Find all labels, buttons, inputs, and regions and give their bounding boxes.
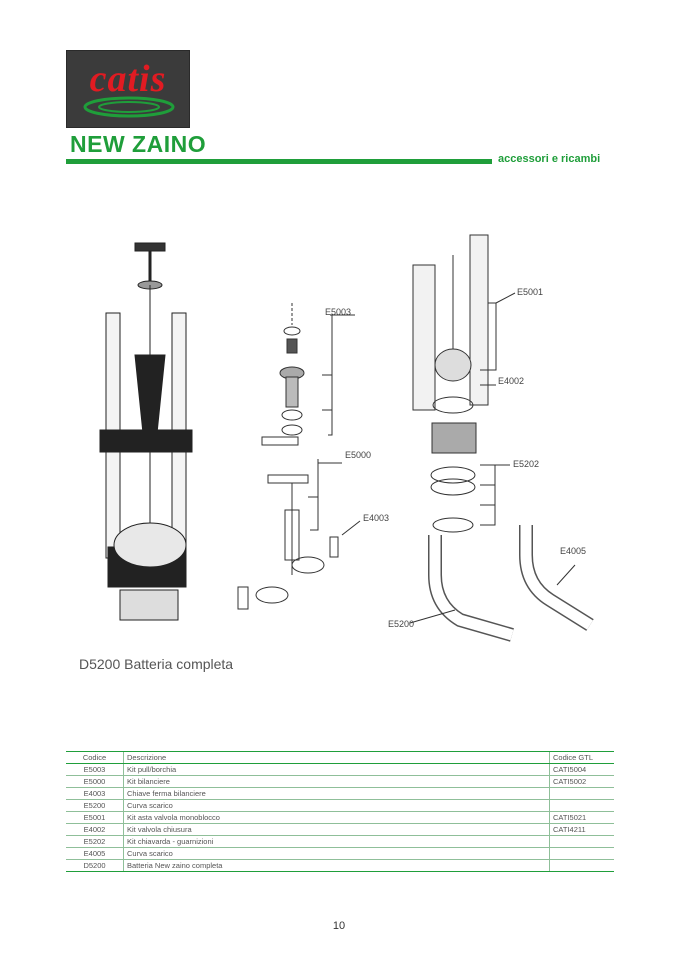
logo-text: catis (89, 58, 167, 100)
cell-codice: D5200 (66, 859, 124, 872)
table-row: E5202 Kit chiavarda - guarnizioni (66, 835, 614, 848)
table-row: E5001 Kit asta valvola monoblocco CATI50… (66, 811, 614, 824)
cell-codice: E5202 (66, 835, 124, 848)
table-row: E5000 Kit bilanciere CATI5002 (66, 775, 614, 788)
label-e5000: E5000 (345, 450, 372, 460)
label-e4003: E4003 (363, 513, 390, 523)
page-subtitle: accessori e ricambi (498, 153, 601, 165)
cell-codice: E5001 (66, 811, 124, 824)
page-number: 10 (332, 920, 346, 932)
cell-codice: E4002 (66, 823, 124, 836)
label-e5001: E5001 (517, 287, 544, 297)
label-e5202: E5202 (513, 459, 540, 469)
cell-descrizione: Kit chiavarda - guarnizioni (123, 835, 550, 848)
cell-codice-gtl (549, 859, 614, 872)
cell-codice-gtl: CATI5004 (549, 763, 614, 776)
exploded-parts-diagram: E5003 E5000 E4003 E5001 E4002 E5202 E400… (60, 225, 620, 675)
cell-descrizione: Kit bilanciere (123, 775, 550, 788)
cell-codice-gtl: CATI5002 (549, 775, 614, 788)
table-row: E4002 Kit valvola chiusura CATI4211 (66, 823, 614, 836)
cell-codice-gtl (549, 847, 614, 860)
title-divider (66, 159, 492, 164)
complete-assembly-drawing (99, 242, 193, 621)
cell-descrizione: Kit pull/borchia (123, 763, 550, 776)
page-title: NEW ZAINO (70, 131, 207, 157)
cell-descrizione: Curva scarico (123, 799, 550, 812)
brand-logo: catis (66, 50, 190, 128)
cell-codice: E5003 (66, 763, 124, 776)
cell-descrizione: Kit valvola chiusura (123, 823, 550, 836)
cell-codice-gtl (549, 799, 614, 812)
label-e4002: E4002 (498, 376, 525, 386)
column-header-codice-gtl: Codice GTL (549, 751, 614, 764)
cell-codice-gtl (549, 787, 614, 800)
valve-kit-drawing (409, 234, 594, 642)
label-e5200: E5200 (388, 619, 415, 629)
table-row: E4005 Curva scarico (66, 847, 614, 860)
cell-codice: E5000 (66, 775, 124, 788)
label-e5003: E5003 (325, 307, 352, 317)
table-header-row: Codice Descrizione Codice GTL (66, 751, 614, 764)
column-header-descrizione: Descrizione (123, 751, 550, 764)
cell-codice: E4005 (66, 847, 124, 860)
table-row: D5200 Batteria New zaino completa (66, 859, 614, 872)
figure-caption: D5200 Batteria completa (79, 656, 234, 672)
logo-swoosh-icon (83, 96, 175, 118)
cell-codice: E4003 (66, 787, 124, 800)
cell-codice-gtl: CATI5021 (549, 811, 614, 824)
label-e4005: E4005 (560, 546, 587, 556)
table-row: E5003 Kit pull/borchia CATI5004 (66, 763, 614, 776)
cell-codice-gtl: CATI4211 (549, 823, 614, 836)
table-row: E4003 Chiave ferma bilanciere (66, 787, 614, 800)
parts-illustration (99, 234, 594, 642)
cell-descrizione: Chiave ferma bilanciere (123, 787, 550, 800)
lever-kit-drawing (237, 303, 361, 610)
column-header-codice: Codice (66, 751, 124, 764)
cell-codice: E5200 (66, 799, 124, 812)
cell-descrizione: Kit asta valvola monoblocco (123, 811, 550, 824)
cell-codice-gtl (549, 835, 614, 848)
parts-table: Codice Descrizione Codice GTL E5003 Kit … (66, 751, 614, 872)
table-row: E5200 Curva scarico (66, 799, 614, 812)
cell-descrizione: Curva scarico (123, 847, 550, 860)
cell-descrizione: Batteria New zaino completa (123, 859, 550, 872)
